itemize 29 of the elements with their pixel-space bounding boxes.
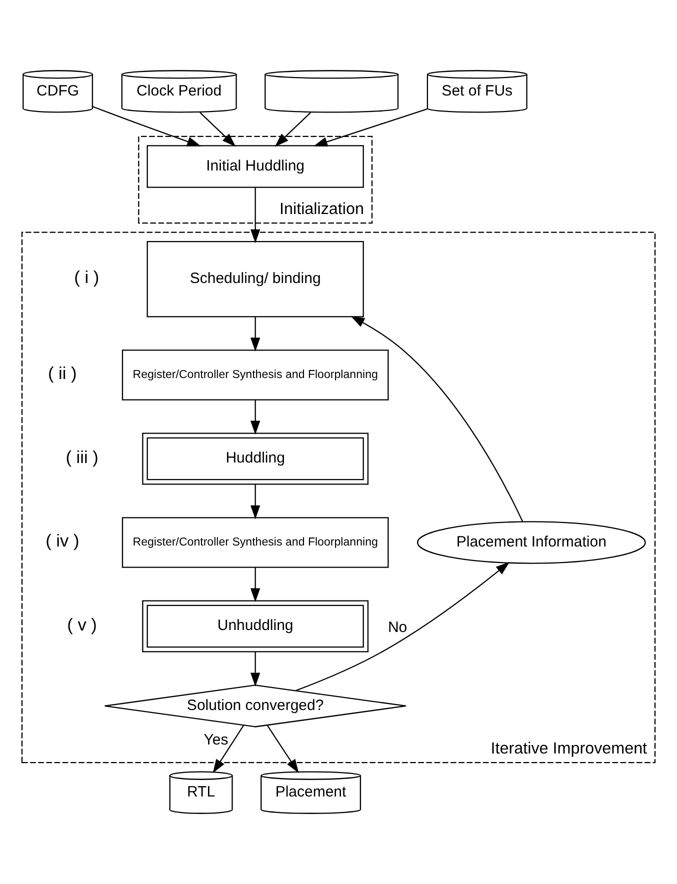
edge-label: Yes bbox=[204, 731, 228, 748]
arrow bbox=[250, 568, 260, 602]
node-ellipse: Placement Information bbox=[416, 521, 646, 564]
arrow bbox=[314, 108, 428, 147]
arrow bbox=[250, 400, 260, 435]
edge-label: No bbox=[388, 619, 408, 636]
node-label: ( iii ) bbox=[66, 446, 98, 467]
arrow bbox=[250, 316, 260, 352]
node-diamond: Solution converged? bbox=[104, 684, 406, 728]
node-box: Unhuddling bbox=[142, 600, 369, 652]
node-box: Initial Huddling bbox=[146, 145, 364, 188]
arrow bbox=[274, 112, 312, 147]
arrow bbox=[250, 484, 260, 520]
arrow bbox=[212, 725, 244, 774]
arrow bbox=[92, 106, 202, 146]
node-label: ( i ) bbox=[74, 267, 100, 288]
node-box: Register/Controller Synthesis and Floorplanning bbox=[122, 350, 389, 400]
node-label: ( v ) bbox=[67, 614, 97, 634]
arrow bbox=[250, 652, 260, 687]
arrow bbox=[266, 725, 299, 774]
node-label: ( ii ) bbox=[48, 363, 77, 384]
node-label: ( iv ) bbox=[46, 530, 80, 551]
node-box: Scheduling/ binding bbox=[146, 241, 364, 318]
node-box: Register/Controller Synthesis and Floorplanning bbox=[122, 517, 389, 568]
arrow bbox=[350, 316, 524, 522]
arrow bbox=[250, 187, 260, 244]
node-box: Huddling bbox=[142, 432, 369, 485]
arrow bbox=[200, 112, 236, 147]
arrow bbox=[296, 562, 510, 692]
